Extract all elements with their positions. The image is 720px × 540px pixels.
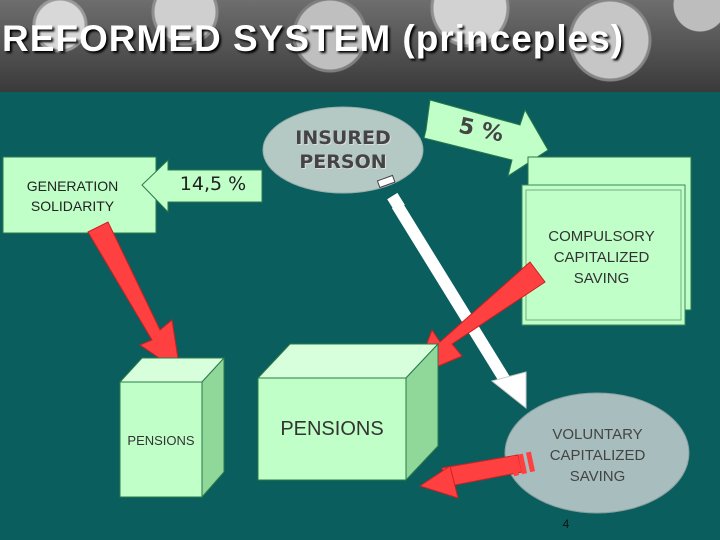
pensions-small-box: [118, 356, 226, 499]
arrow-to-generation-solidarity: [141, 158, 263, 214]
compulsory-saving-box: [521, 156, 692, 326]
pensions-small-label: PENSIONS: [127, 433, 195, 448]
slide-title: REFORMED SYSTEM (princeples): [2, 18, 625, 59]
generation-rate-label: 14,5 %: [179, 173, 247, 195]
generation-solidarity-label: GENERATION SOLIDARITY: [26, 178, 119, 214]
page-number: 4: [562, 517, 570, 531]
voluntary-saving-label: VOLUNTARY CAPITALIZED SAVING: [549, 426, 646, 485]
arrow-voluntary-to-pensions: [418, 451, 536, 499]
generation-solidarity-box: [2, 156, 157, 234]
compulsory-saving-label: COMPULSORY CAPITALIZED SAVING: [548, 228, 655, 287]
arrow-to-voluntary-saving: [376, 174, 527, 410]
pensions-large-box: [256, 342, 440, 482]
arrow-generation-to-pensions: [87, 221, 181, 374]
pensions-large-label: PENSIONS: [280, 418, 384, 440]
coin-header-banner: REFORMED SYSTEM (princeples): [0, 0, 720, 92]
arrow-to-compulsory-saving: [423, 99, 549, 178]
insured-person-ellipse: [262, 106, 424, 194]
voluntary-saving-ellipse: [504, 392, 690, 514]
insured-person-label: INSURED PERSON: [295, 127, 391, 173]
